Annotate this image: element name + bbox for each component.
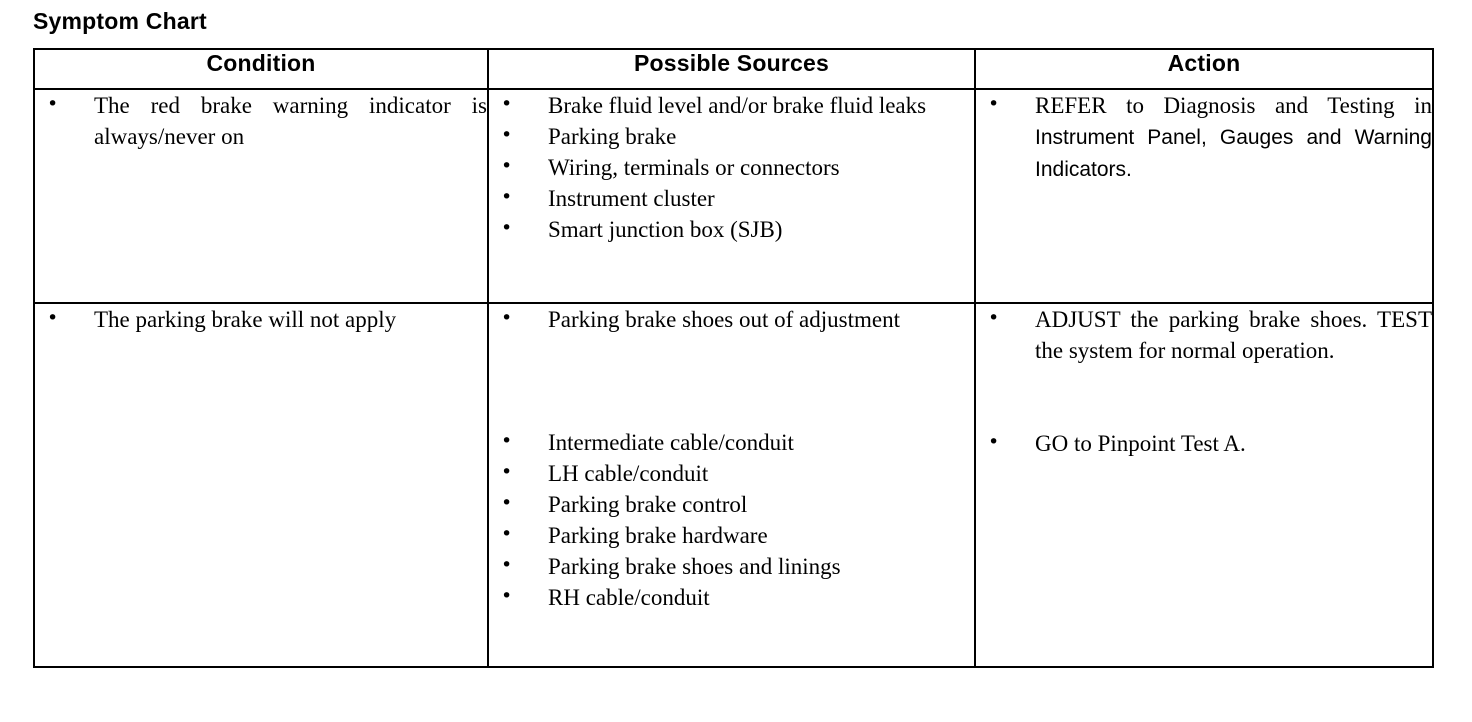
list-item: The red brake warning indicator is alway… <box>35 89 487 152</box>
list-item: Parking brake hardware <box>489 519 974 551</box>
action-list: REFER to Diagnosis and Testing in Instru… <box>976 89 1432 185</box>
cell-possible-sources: Brake fluid level and/or brake fluid lea… <box>487 88 976 304</box>
condition-list: The red brake warning indicator is alway… <box>35 89 487 152</box>
list-item: Parking brake control <box>489 488 974 520</box>
list-item: GO to Pinpoint Test A. <box>976 427 1432 459</box>
cell-action: ADJUST the parking brake shoes. TEST the… <box>974 302 1434 668</box>
action-list-group-1: ADJUST the parking brake shoes. TEST the… <box>976 303 1432 366</box>
possible-sources-list-group-1: Parking brake shoes out of adjustment <box>489 303 974 335</box>
list-item: Wiring, terminals or connectors <box>489 151 974 183</box>
table-row: The parking brake will not apply Parking… <box>33 302 1434 668</box>
list-item: Parking brake shoes and linings <box>489 550 974 582</box>
possible-sources-list-group-2: Intermediate cable/conduit LH cable/cond… <box>489 426 974 613</box>
list-item: REFER to Diagnosis and Testing in Instru… <box>976 89 1432 185</box>
list-item: Intermediate cable/conduit <box>489 426 974 458</box>
list-item: RH cable/conduit <box>489 581 974 613</box>
table-row: The red brake warning indicator is alway… <box>33 88 1434 304</box>
column-header-action: Action <box>974 48 1434 90</box>
action-cross-reference: Instrument Panel, Gauges and Warning Ind… <box>1035 126 1432 181</box>
column-header-possible-sources: Possible Sources <box>487 48 976 90</box>
possible-sources-list: Brake fluid level and/or brake fluid lea… <box>489 89 974 245</box>
condition-list: The parking brake will not apply <box>35 303 487 335</box>
action-list-group-2: GO to Pinpoint Test A. <box>976 427 1432 459</box>
list-group-spacer <box>489 335 974 427</box>
symptom-chart-table: Condition Possible Sources Action The re… <box>33 48 1434 668</box>
list-group-spacer <box>976 366 1432 428</box>
cell-possible-sources: Parking brake shoes out of adjustment In… <box>487 302 976 668</box>
list-item: The parking brake will not apply <box>35 303 487 335</box>
cell-action: REFER to Diagnosis and Testing in Instru… <box>974 88 1434 304</box>
list-item: Parking brake shoes out of adjustment <box>489 303 974 335</box>
page-title: Symptom Chart <box>33 8 207 34</box>
cell-condition: The red brake warning indicator is alway… <box>33 88 489 304</box>
action-lead-text: REFER to Diagnosis and Testing in <box>1035 93 1432 118</box>
table-header-row: Condition Possible Sources Action <box>33 48 1434 90</box>
list-item: Instrument cluster <box>489 182 974 214</box>
list-item: Brake fluid level and/or brake fluid lea… <box>489 89 974 121</box>
column-header-condition: Condition <box>33 48 489 90</box>
cell-condition: The parking brake will not apply <box>33 302 489 668</box>
list-item: Smart junction box (SJB) <box>489 213 974 245</box>
list-item: Parking brake <box>489 120 974 152</box>
list-item: LH cable/conduit <box>489 457 974 489</box>
list-item: ADJUST the parking brake shoes. TEST the… <box>976 303 1432 366</box>
